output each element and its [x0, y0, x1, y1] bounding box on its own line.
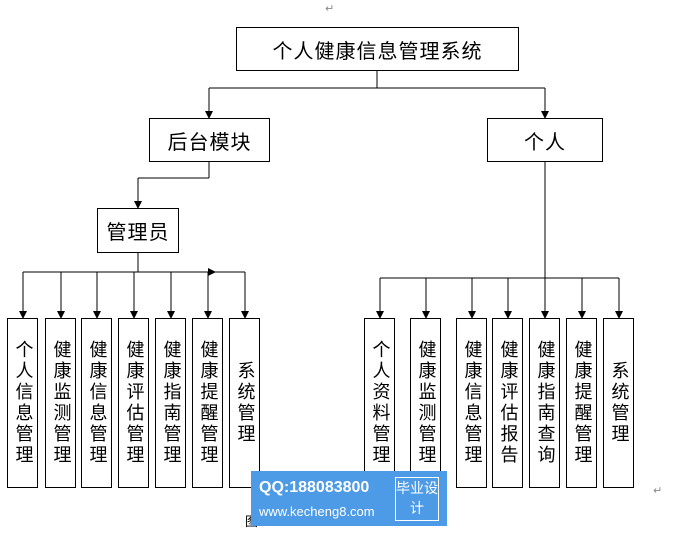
personal-module-node: 健康评估报告	[492, 318, 523, 488]
admin-module-node: 健康信息管理	[81, 318, 112, 488]
watermark-banner: QQ:188083800 www.kecheng8.com 毕业设计	[251, 471, 447, 526]
paragraph-mark: ↵	[653, 484, 663, 497]
paragraph-mark: ↵	[325, 2, 335, 15]
backend-node: 后台模块	[149, 118, 270, 162]
watermark-badge: 毕业设计	[395, 477, 439, 521]
personal-module-node: 健康监测管理	[410, 318, 441, 488]
admin-module-node: 个人信息管理	[7, 318, 38, 488]
personal-module-node: 健康提醒管理	[566, 318, 597, 488]
personal-module-node: 系统管理	[603, 318, 634, 488]
admin-node: 管理员	[97, 208, 179, 253]
admin-module-node: 健康提醒管理	[192, 318, 223, 488]
admin-module-node: 系统管理	[229, 318, 260, 488]
admin-module-node: 健康监测管理	[45, 318, 76, 488]
admin-module-node: 健康指南管理	[155, 318, 186, 488]
personal-module-node: 个人资料管理	[364, 318, 395, 488]
root-node: 个人健康信息管理系统	[236, 27, 519, 71]
admin-module-node: 健康评估管理	[118, 318, 149, 488]
watermark-qq: QQ:188083800	[259, 479, 370, 496]
personal-module-node: 健康信息管理	[456, 318, 487, 488]
watermark-site: www.kecheng8.com	[259, 504, 375, 519]
personal-module-node: 健康指南查询	[529, 318, 560, 488]
personal-node: 个人	[487, 118, 603, 162]
